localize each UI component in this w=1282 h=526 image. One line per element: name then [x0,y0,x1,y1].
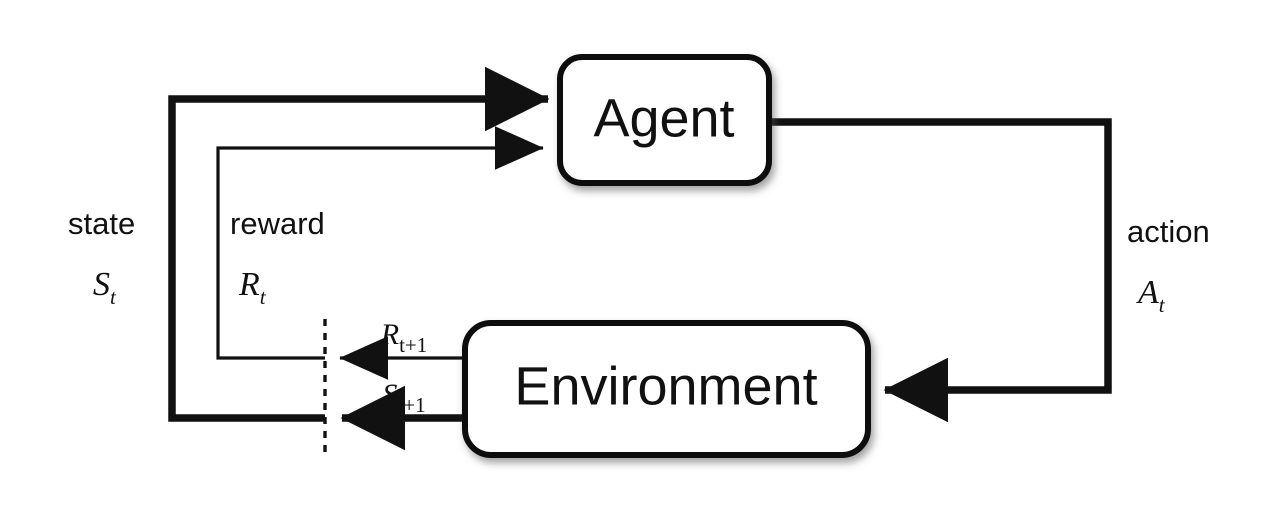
edge-state-feedback [168,66,550,422]
action-label-symbol: At [1136,274,1166,317]
reward-next-label: Rt+1 [380,318,428,357]
edge-action [769,118,1112,423]
environment-label: Environment [514,356,817,416]
node-environment[interactable]: Environment [462,320,871,458]
state-symbol-base: S [93,266,110,303]
reward-next-symbol-base: R [380,318,399,351]
state-label-symbol: St [93,266,117,309]
agent-box[interactable] [557,54,772,186]
agent-label: Agent [593,88,734,148]
edge-reward-feedback [216,126,544,360]
reward-next-subscript: t+1 [399,333,427,357]
reward-symbol-base: R [238,266,260,303]
environment-box[interactable] [462,320,871,458]
state-label-word: state [68,206,135,241]
reward-symbol-subscript: t [260,285,267,309]
state-next-symbol-base: S [382,378,397,411]
action-symbol-subscript: t [1159,293,1166,317]
action-label-word: action [1127,214,1210,249]
state-next-label: St+1 [382,378,425,417]
node-agent[interactable]: Agent [557,54,772,186]
reward-label-symbol: Rt [238,266,267,309]
state-symbol-subscript: t [110,285,117,309]
reward-label-word: reward [230,206,325,241]
action-symbol-base: A [1136,274,1159,311]
state-next-subscript: t+1 [397,393,425,417]
